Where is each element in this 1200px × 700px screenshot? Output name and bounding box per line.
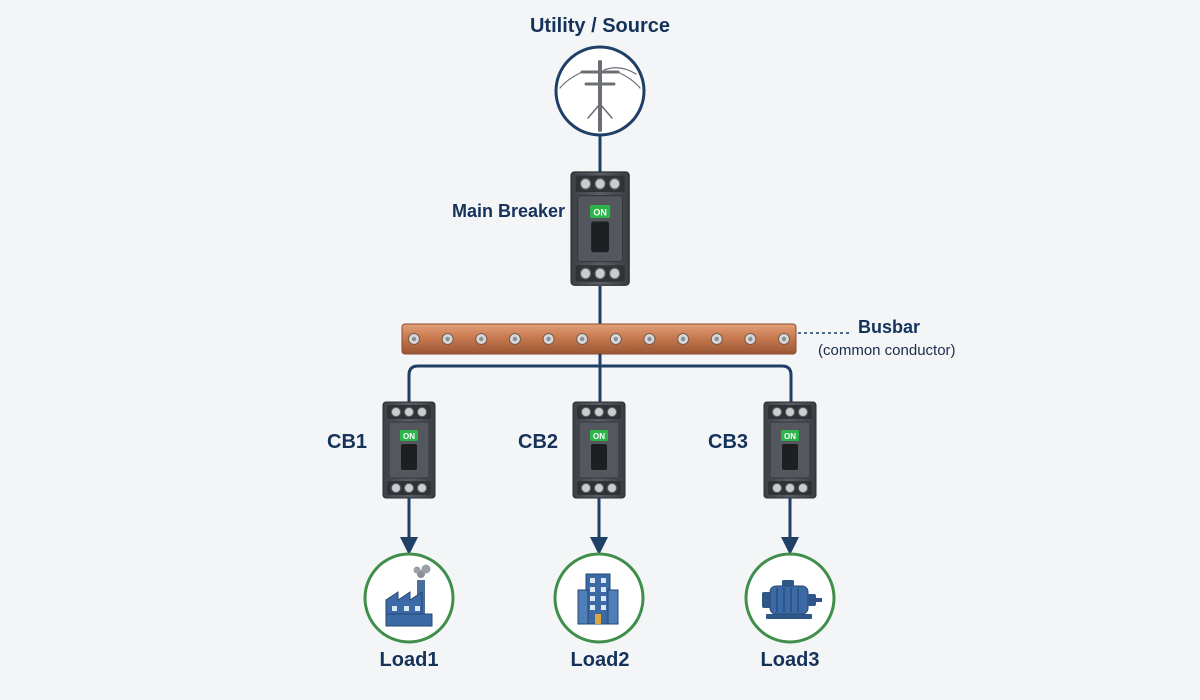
busbar-label: Busbar: [858, 317, 921, 337]
busbar-sublabel: (common conductor): [818, 342, 956, 359]
building-icon: [577, 573, 619, 625]
cb3-label: CB3: [708, 431, 749, 453]
main-breaker: ON: [570, 171, 630, 286]
utility-source: [554, 45, 646, 172]
cb1-switch-label: ON: [403, 432, 415, 441]
load1-label: Load1: [379, 649, 439, 671]
load3: [744, 552, 836, 644]
load3-label: Load3: [760, 649, 820, 671]
busbar: [401, 323, 852, 355]
breaker-cb3: ON: [763, 401, 817, 499]
busbar-bolt-center: [411, 336, 417, 342]
motor-icon: [762, 580, 822, 619]
breaker-cb2: ON: [572, 401, 626, 499]
branch-feeders: [407, 354, 793, 402]
busbar-bolt-center: [613, 336, 619, 342]
cb1-label: CB1: [327, 431, 368, 453]
load2-label: Load2: [570, 649, 630, 671]
load1: [363, 552, 455, 644]
busbar-bolt-center: [546, 336, 551, 342]
busbar-bar: [401, 323, 797, 355]
cb3-switch-label: ON: [784, 432, 796, 441]
busbar-bolt-center: [680, 336, 686, 342]
branch-line-cb3: [600, 364, 793, 402]
busbar-bolt-center: [512, 336, 518, 342]
source-label: Utility / Source: [529, 15, 671, 37]
busbar-bolt-center: [579, 336, 585, 342]
cb2-switch-label: ON: [593, 432, 605, 441]
factory-icon: [385, 564, 433, 627]
busbar-bolt-center: [647, 336, 652, 342]
breaker-cb1: ON: [382, 401, 436, 499]
load2: [553, 552, 645, 644]
busbar-bolt-center: [748, 336, 753, 342]
busbar-bolts: [408, 333, 790, 345]
busbar-bolt-center: [714, 336, 719, 342]
utility-pole-icon: [559, 60, 641, 132]
cb2-label: CB2: [518, 431, 559, 453]
branch-line-cb1: [407, 354, 602, 402]
busbar-bolt-center: [445, 336, 450, 342]
main-breaker-label: Main Breaker: [452, 201, 566, 221]
busbar-bolt-center: [781, 336, 787, 342]
busbar-bolt-center: [479, 336, 484, 342]
main-breaker-switch-label: ON: [593, 207, 607, 217]
